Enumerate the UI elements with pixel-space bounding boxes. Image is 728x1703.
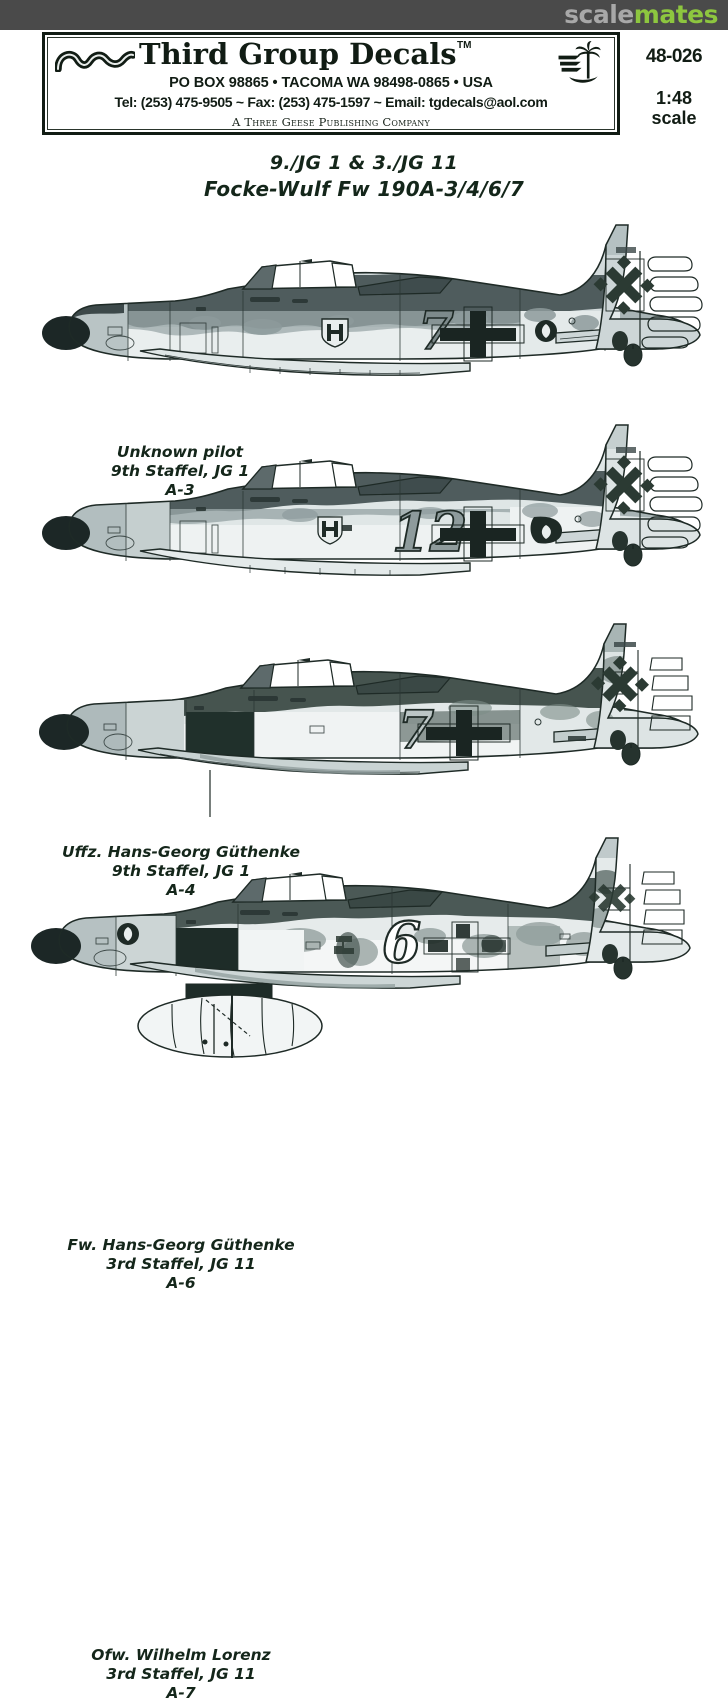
- publisher-inner-border: [47, 37, 615, 130]
- canopy: [239, 658, 452, 695]
- panel-lines: [103, 674, 521, 760]
- profile-2-variant: A-4: [166, 880, 196, 899]
- fuselage-glyph: [334, 936, 354, 954]
- canopy: [241, 259, 454, 296]
- profile-4-variant: A-7: [166, 1683, 196, 1702]
- fw190-a3-side-profile: 7: [42, 224, 703, 376]
- profile-4-caption: Ofw. Wilhelm Lorenz 3rd Staffel, JG 11 A…: [46, 1646, 316, 1703]
- profile-3-unit: 3rd Staffel, JG 11: [106, 1254, 256, 1273]
- canopy: [231, 872, 444, 909]
- fuselage-number-7: 7: [418, 301, 454, 362]
- sheet-title-units: 9./JG 1 & 3./JG 11: [269, 152, 459, 174]
- staffel-emblem: [317, 516, 343, 545]
- canopy: [241, 459, 454, 496]
- balkenkreuz: [417, 705, 511, 761]
- rear-marking: [530, 515, 582, 544]
- aircraft-profile-3: Fw. Hans-Georg Güthenke 3rd Staffel, JG …: [0, 612, 728, 1292]
- profile-4-pilot: Ofw. Wilhelm Lorenz: [91, 1646, 271, 1664]
- profile-1-variant: A-3: [165, 480, 195, 499]
- brand-name: Third Group Decals: [139, 37, 457, 71]
- main-wheel: [612, 531, 628, 551]
- wing: [137, 747, 469, 775]
- fuselage-number-6: 6: [382, 910, 421, 976]
- aircraft-profile-1: Unknown pilot 9th Staffel, JG 1 A-3: [0, 215, 728, 499]
- balkenkreuz: [423, 921, 511, 973]
- scale-word: scale: [651, 108, 697, 128]
- trademark-symbol: TM: [457, 40, 472, 51]
- drop-tank-assembly: [137, 983, 323, 1058]
- propeller-spinner: [39, 714, 89, 750]
- profile-3-pilot: Fw. Hans-Georg Güthenke: [67, 1236, 295, 1254]
- profile-3-caption: Fw. Hans-Georg Güthenke 3rd Staffel, JG …: [36, 1236, 326, 1293]
- main-wheel: [602, 944, 618, 964]
- sheet-title: 9./JG 1 & 3./JG 11 Focke-Wulf Fw 190A-3/…: [0, 152, 728, 201]
- main-wheel: [612, 331, 628, 351]
- dark-panel: [186, 712, 254, 758]
- profile-2-pilot: Uffz. Hans-Georg Güthenke: [62, 843, 300, 861]
- wing: [139, 548, 471, 576]
- fw190-a6-side-profile: 7: [39, 623, 699, 817]
- palm-tree-geese-icon: [558, 41, 601, 83]
- publisher-imprint: A Three Geese Publishing Company: [232, 115, 430, 129]
- staffel-emblem: [321, 318, 349, 348]
- propeller-spinner: [42, 516, 90, 550]
- fw190-a4-side-profile: 12: [42, 424, 703, 576]
- profile-1-caption: Unknown pilot 9th Staffel, JG 1 A-3: [60, 443, 300, 500]
- three-geese-wave-icon: [55, 50, 135, 72]
- fw190-a7-side-profile: 6: [31, 837, 691, 1058]
- propeller-spinner: [42, 316, 90, 350]
- catalog-number: 48-026: [645, 46, 703, 67]
- wing: [129, 961, 461, 989]
- watermark-banner: scalemates: [0, 0, 728, 30]
- propeller-spinner: [31, 928, 81, 964]
- tail-swastika: [591, 655, 649, 713]
- profile-2-unit: 9th Staffel, JG 1: [111, 861, 251, 880]
- watermark-scale-text: scale: [564, 0, 634, 29]
- aircraft-profile-4: Ofw. Wilhelm Lorenz 3rd Staffel, JG 11 A…: [0, 818, 728, 1702]
- profile-2-caption: Uffz. Hans-Georg Güthenke 9th Staffel, J…: [36, 843, 326, 900]
- balkenkreuz: [431, 306, 525, 362]
- dark-panel: [176, 928, 238, 972]
- balkenkreuz: [431, 506, 525, 562]
- rear-marking: [534, 718, 586, 741]
- main-wheel: [610, 730, 626, 750]
- rear-marking: [535, 317, 576, 342]
- drop-tank: [137, 994, 323, 1058]
- scale-ratio: 1:48: [655, 88, 693, 108]
- profile-1-unit: 9th Staffel, JG 1: [110, 461, 250, 480]
- profile-3-variant: A-6: [166, 1273, 196, 1292]
- profile-4-unit: 3rd Staffel, JG 11: [106, 1664, 256, 1683]
- aircraft-profile-2: Uffz. Hans-Georg Güthenke 9th Staffel, J…: [0, 415, 728, 899]
- profile-1-pilot: Unknown pilot: [116, 443, 244, 461]
- scalemates-watermark: scalemates: [564, 1, 718, 29]
- watermark-mates-text: mates: [633, 0, 719, 29]
- publisher-contact: Tel: (253) 475-9505 ~ Fax: (253) 475-159…: [114, 94, 548, 110]
- publisher-address: PO BOX 98865 • TACOMA WA 98498-0865 • US…: [169, 75, 493, 91]
- cowl-marking: [117, 923, 139, 945]
- brand-row: Third Group Decals TM: [45, 37, 617, 83]
- publisher-header-box: Third Group Decals TM PO BOX 988: [42, 32, 620, 135]
- wing: [139, 348, 471, 376]
- sheet-title-aircraft: Focke-Wulf Fw 190A-3/4/6/7: [203, 177, 525, 201]
- fuselage-number-12: 12: [392, 500, 467, 564]
